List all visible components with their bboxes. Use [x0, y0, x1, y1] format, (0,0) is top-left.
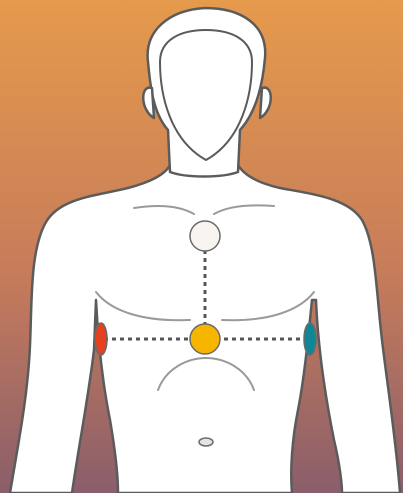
center-chest-electrode: [190, 324, 220, 354]
upper-sternum-electrode: [190, 221, 220, 251]
navel: [199, 438, 213, 446]
left-side-electrode: [95, 323, 107, 355]
right-side-electrode: [304, 323, 316, 355]
